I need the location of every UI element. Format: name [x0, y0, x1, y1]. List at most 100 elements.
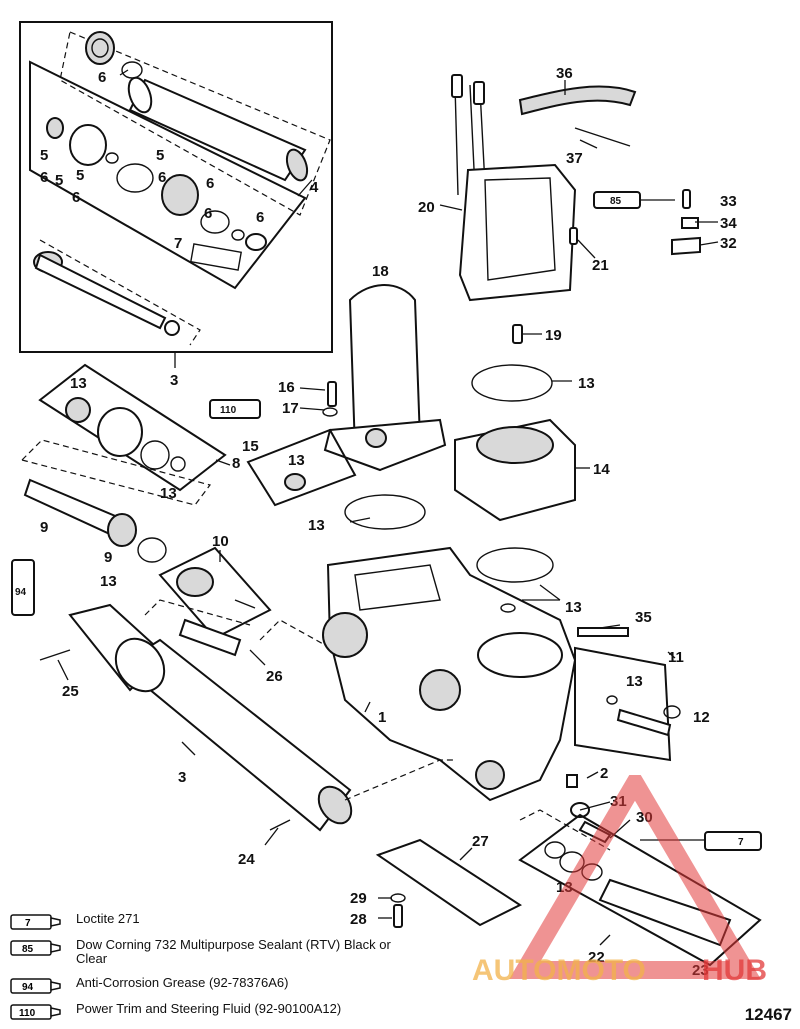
callout-13: 13 [160, 485, 177, 502]
callout-4: 4 [310, 179, 319, 196]
legend-row: 110 Power Trim and Steering Fluid (92-90… [10, 1002, 470, 1026]
sealant-tube-110 [209, 399, 261, 419]
reservoir-part [348, 284, 422, 452]
tube-label-94: 94 [15, 587, 27, 598]
callout-1: 1 [378, 709, 386, 726]
cylinder-kit-group [19, 21, 333, 353]
screw-part [393, 904, 403, 928]
o-ring-part [116, 163, 154, 193]
washer-part [322, 407, 338, 417]
callout-6: 6 [206, 175, 214, 192]
callout-5: 5 [156, 147, 164, 164]
callout-6: 6 [256, 209, 264, 226]
legend-text: Dow Corning 732 Multipurpose Sealant (RT… [76, 937, 391, 966]
kit-dash-box [59, 31, 331, 216]
pin-part [512, 324, 523, 344]
legend-text: Power Trim and Steering Fluid (92-90100A… [76, 1001, 342, 1016]
check-valve-part [189, 243, 243, 271]
sealant-tube-7 [704, 831, 762, 851]
sealant-legend: 7 Loctite 271 85 Dow Corning 732 Multipu… [10, 912, 470, 1028]
callout-20: 20 [418, 199, 435, 216]
valve-kit-box [246, 428, 357, 507]
callout-26: 26 [266, 668, 283, 685]
callout-35: 35 [635, 609, 652, 626]
callout-25: 25 [62, 683, 79, 700]
clamp-part [671, 236, 701, 256]
callout-21: 21 [592, 257, 609, 274]
callout-24: 24 [238, 851, 255, 868]
callout-13: 13 [626, 673, 643, 690]
sealant-tube-icon: 110 [10, 1004, 61, 1020]
callout-13: 13 [308, 517, 325, 534]
electric-motor-part [458, 163, 577, 302]
callout-9: 9 [40, 519, 48, 536]
valve-kit-box [158, 546, 272, 640]
legend-text: Anti-Corrosion Grease (92-78376A6) [76, 975, 289, 990]
automotohub-watermark: AUTOMOTO HUB [472, 775, 767, 987]
o-ring-part [344, 494, 426, 530]
cable-tie-part [574, 127, 631, 147]
kit-inner-box [29, 60, 307, 290]
clip-part [681, 217, 699, 229]
legend-row: 7 Loctite 271 [10, 912, 470, 936]
callout-13: 13 [70, 375, 87, 392]
watermark-brand-b: HUB [702, 954, 767, 987]
seal-part [46, 117, 64, 139]
plug-part [566, 774, 578, 788]
screw-part [327, 381, 337, 407]
callout-14: 14 [593, 461, 610, 478]
callout-6: 6 [158, 169, 166, 186]
lower-parts-group: 7 [375, 627, 762, 967]
figure-number: 12467 [744, 1005, 792, 1024]
legend-row: 94 Anti-Corrosion Grease (92-78376A6) [10, 976, 470, 1000]
o-ring-part [476, 547, 554, 583]
callout-36: 36 [556, 65, 573, 82]
valve-kit-box [574, 646, 672, 762]
callout-33: 33 [720, 193, 737, 210]
o-ring-part [471, 364, 553, 402]
callout-11: 11 [668, 649, 684, 666]
tube-label-7: 7 [738, 837, 744, 848]
callout-8: 8 [232, 455, 240, 472]
screw-part [569, 227, 578, 245]
sealant-tube-94 [11, 559, 35, 616]
callout-13: 13 [100, 573, 117, 590]
trim-rod-group: 94 [11, 363, 272, 640]
tilt-cylinder-group [39, 603, 455, 832]
sealant-tube-icon: 7 [10, 914, 61, 930]
callout-5: 5 [76, 167, 84, 184]
callout-5: 5 [40, 147, 48, 164]
end-cap-part [85, 31, 115, 65]
callout-34: 34 [720, 215, 737, 232]
watermark-triangle [509, 775, 761, 979]
callout-6: 6 [40, 169, 48, 186]
reservoir-group: 110 [209, 284, 576, 583]
sealant-tube-icon: 94 [10, 978, 61, 994]
callout-15: 15 [242, 438, 259, 455]
callout-2: 2 [600, 765, 608, 782]
shaft-part [178, 618, 242, 657]
callout-9: 9 [104, 549, 112, 566]
callout-3: 3 [178, 769, 186, 786]
callout-12: 12 [693, 709, 710, 726]
svg-text:7: 7 [25, 918, 31, 929]
motor-group: 85 [451, 74, 701, 302]
svg-text:110: 110 [19, 1008, 36, 1019]
anode-plate-part [375, 838, 523, 927]
callout-3: 3 [170, 372, 178, 389]
cylinder-tube-part [127, 76, 309, 182]
callout-27: 27 [472, 833, 489, 850]
screw-part [682, 189, 691, 209]
decal-part [577, 627, 629, 637]
legend-text: Loctite 271 [76, 911, 140, 926]
pin-part [269, 819, 291, 831]
piston-rod-part [33, 251, 180, 336]
callout-13: 13 [565, 599, 582, 616]
piston-part [161, 174, 199, 216]
washer-part [390, 893, 406, 903]
tube-label-110: 110 [220, 405, 237, 416]
callout-18: 18 [372, 263, 389, 280]
svg-text:94: 94 [22, 982, 34, 993]
pin-part [39, 649, 71, 661]
callout-6: 6 [72, 189, 80, 206]
